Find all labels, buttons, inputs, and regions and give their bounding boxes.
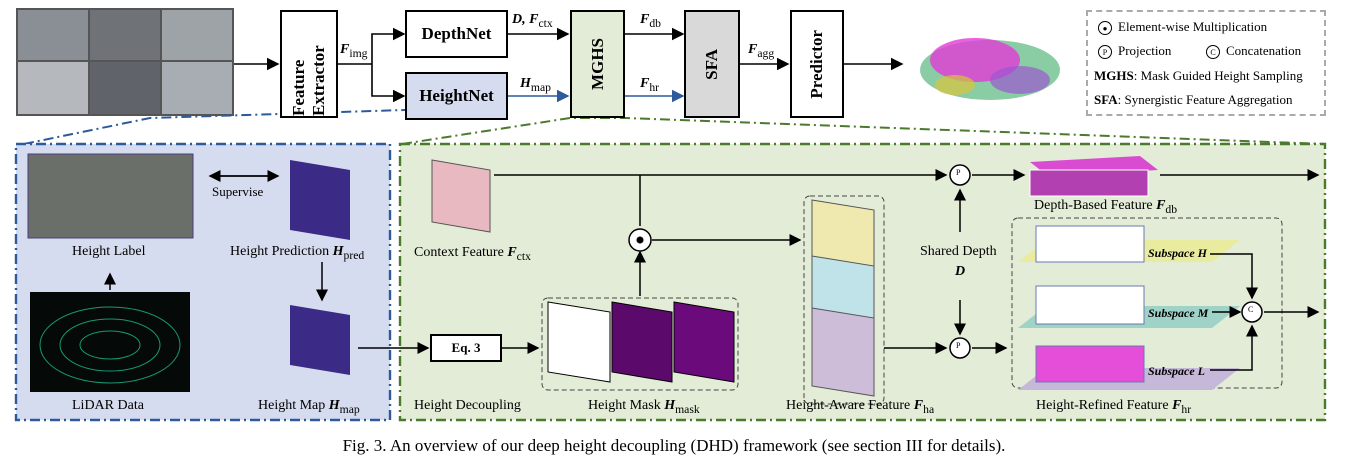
height-map	[290, 305, 350, 375]
feature-extractor-box: Feature Extractor	[280, 10, 338, 118]
f-img-label: Fimg	[340, 42, 368, 60]
height-decoupling-caption: Height Decoupling	[414, 398, 521, 413]
h-map-top-label: Hmap	[520, 76, 551, 94]
height-mask-1	[547, 301, 611, 383]
sfa-label: SFA	[702, 48, 721, 80]
supervise-label: Supervise	[212, 184, 264, 199]
subspace-h-label: Subspace H	[1148, 246, 1208, 260]
shared-depth-caption: Shared Depth	[920, 244, 997, 259]
context-feature	[431, 159, 491, 233]
height-aware-caption: Height-Aware Feature Fha	[786, 398, 935, 416]
multiplication-icon: ●	[1098, 21, 1112, 36]
concatenation-icon: C	[1206, 45, 1220, 60]
mghs-box: MGHS	[570, 10, 625, 118]
f-agg-label: Fagg	[748, 42, 775, 60]
f-db-top-label: Fdb	[640, 12, 661, 30]
proj-symbol-bottom: P	[956, 341, 961, 350]
subspace-m-label: Subspace M	[1148, 306, 1209, 320]
height-aware-feature-l	[811, 307, 875, 397]
height-mask-3	[673, 301, 735, 383]
proj-symbol-top: P	[956, 168, 961, 177]
height-label-image	[28, 154, 193, 238]
depth-based-feature-cube	[1029, 156, 1158, 197]
f-hr-top-label: Fhr	[640, 76, 660, 94]
legend-mghs: MGHS: Mask Guided Height Sampling	[1094, 68, 1303, 83]
occupancy-prediction-visual	[920, 38, 1060, 100]
camera-images	[16, 8, 234, 116]
mghs-label: MGHS	[587, 38, 607, 90]
projection-op-bottom	[949, 337, 971, 359]
shared-depth-symbol: D	[955, 264, 966, 279]
eq3-box: Eq. 3	[430, 334, 502, 362]
depthnet-box: DepthNet	[405, 10, 508, 58]
sfa-box: SFA	[684, 10, 740, 118]
legend-sfa: SFA: Synergistic Feature Aggregation	[1094, 92, 1293, 107]
predictor-label: Predictor	[807, 29, 826, 99]
height-map-caption: Height Map Hmap	[258, 398, 360, 416]
heightnet-label: HeightNet	[419, 86, 494, 105]
heightnet-box: HeightNet	[405, 72, 508, 120]
subspace-l-label: Subspace L	[1148, 364, 1205, 378]
concatenation-op	[1241, 301, 1263, 323]
projection-op-top	[949, 164, 971, 186]
predictor-box: Predictor	[790, 10, 844, 118]
lidar-caption: LiDAR Data	[72, 398, 144, 413]
depthnet-label: DepthNet	[421, 24, 492, 43]
height-prediction-map	[290, 160, 350, 240]
depth-based-caption: Depth-Based Feature Fdb	[1034, 198, 1178, 216]
height-mask-caption: Height Mask Hmask	[588, 398, 700, 416]
height-refined-caption: Height-Refined Feature Fhr	[1036, 398, 1192, 416]
lidar-image	[30, 292, 190, 392]
figure-caption: Fig. 3. An overview of our deep height d…	[342, 436, 1006, 455]
d-fctx-label: D, Fctx	[512, 12, 553, 30]
concat-symbol: C	[1248, 305, 1254, 314]
projection-icon: P	[1098, 45, 1112, 60]
height-prediction-caption: Height Prediction Hpred	[230, 244, 365, 262]
height-label-caption: Height Label	[72, 244, 146, 259]
legend-mult: ●Element-wise Multiplication	[1098, 19, 1267, 36]
feature-extractor-label: Feature Extractor	[289, 45, 328, 116]
height-mask-2	[611, 301, 673, 383]
context-feature-caption: Context Feature Fctx	[414, 245, 531, 263]
